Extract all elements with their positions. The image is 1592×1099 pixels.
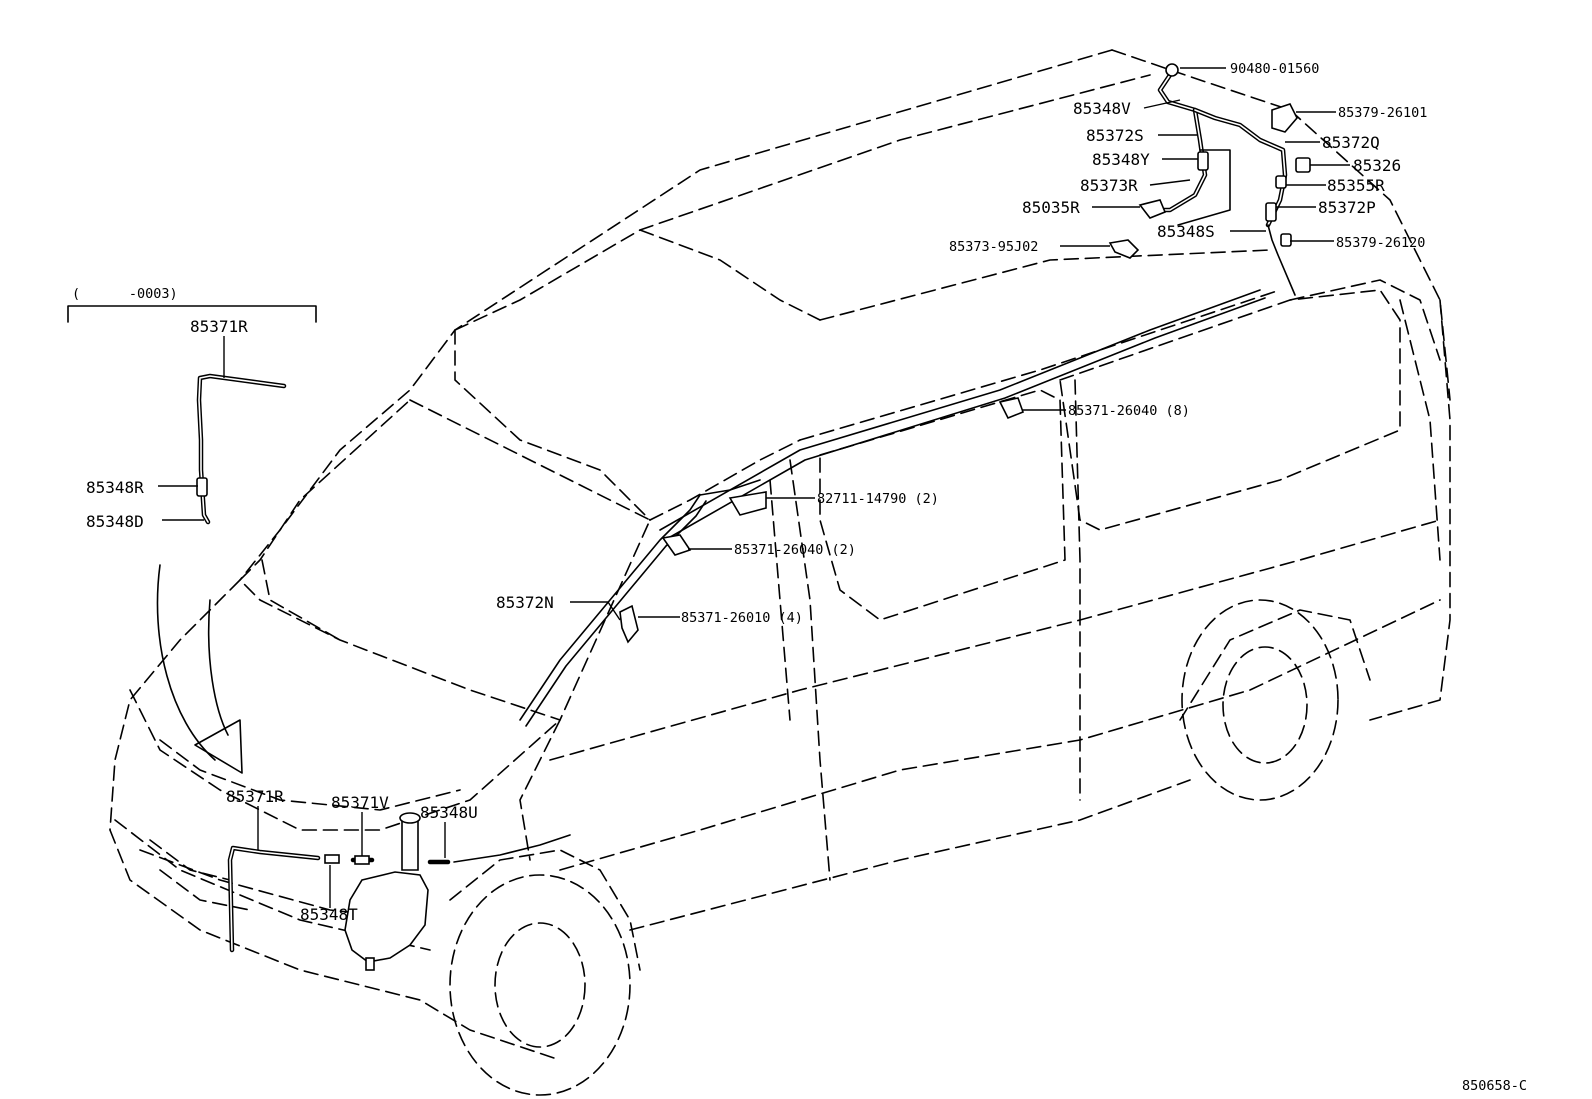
label-90480-01560: 90480-01560: [1230, 61, 1319, 77]
label-85348U: 85348U: [420, 803, 478, 822]
label-inset-85348R: 85348R: [86, 478, 144, 497]
washer-hose-routing: [196, 63, 1311, 971]
van-body-outline: [109, 49, 1451, 1096]
label-85348T: 85348T: [300, 905, 358, 924]
inset-bracket: [67, 305, 317, 323]
leader-lines: [158, 67, 1350, 908]
label-85035R: 85035R: [1022, 198, 1080, 217]
label-85326: 85326: [1353, 156, 1401, 175]
label-85372S: 85372S: [1086, 126, 1144, 145]
label-85379-26120: 85379-26120: [1336, 235, 1425, 251]
label-85373-95J02: 85373-95J02: [949, 239, 1038, 255]
label-85371-26040-8: 85371-26040 (8): [1068, 403, 1190, 419]
diagram-code: 850658-C: [1462, 1078, 1527, 1094]
label-inset-85371R: 85371R: [190, 317, 248, 336]
label-85372N: 85372N: [496, 593, 554, 612]
label-85348S: 85348S: [1157, 222, 1215, 241]
label-front-85371R: 85371R: [226, 787, 284, 806]
label-85372P: 85372P: [1318, 198, 1376, 217]
label-85348V: 85348V: [1073, 99, 1131, 118]
label-85371-26010-4: 85371-26010 (4): [681, 610, 803, 626]
label-85371V: 85371V: [331, 793, 389, 812]
label-85355R: 85355R: [1327, 176, 1385, 195]
label-82711-14790-2: 82711-14790 (2): [817, 491, 939, 507]
label-85371-26040-2: 85371-26040 (2): [734, 542, 856, 558]
label-85379-26101: 85379-26101: [1338, 105, 1427, 121]
label-inset-85348D: 85348D: [86, 512, 144, 531]
label-85372Q: 85372Q: [1322, 133, 1380, 152]
inset-range-label: ( -0003): [72, 286, 178, 302]
label-85348Y: 85348Y: [1092, 150, 1150, 169]
label-85373R: 85373R: [1080, 176, 1138, 195]
